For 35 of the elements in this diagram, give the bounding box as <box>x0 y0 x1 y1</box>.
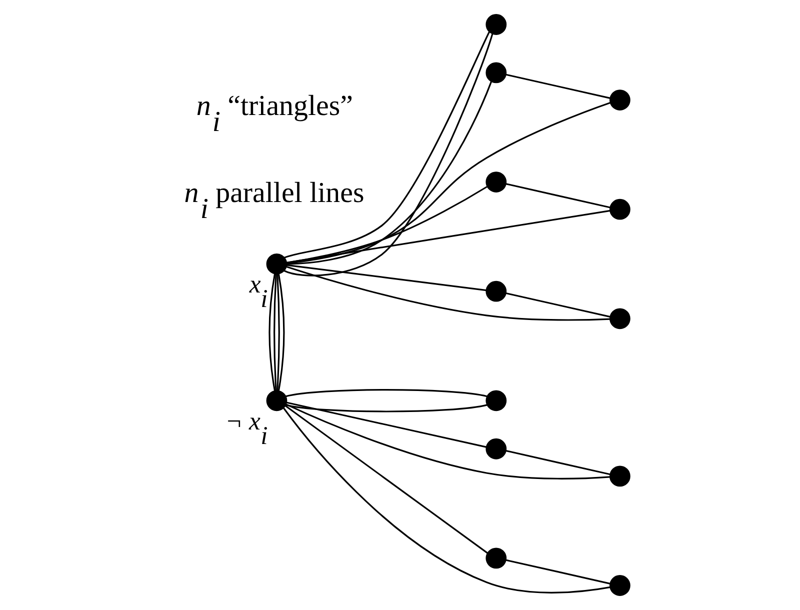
connector <box>286 186 488 264</box>
node-circle <box>266 254 287 274</box>
node-circle <box>485 390 506 412</box>
connector <box>285 404 610 480</box>
connector <box>504 292 610 318</box>
node-circle <box>608 308 630 330</box>
connector <box>268 274 276 392</box>
node-circle <box>608 466 630 487</box>
node-circle <box>266 390 287 412</box>
connector <box>285 266 610 321</box>
connector <box>286 81 492 265</box>
node-circle <box>485 172 506 192</box>
node-circle <box>485 62 506 84</box>
node-circle <box>608 575 630 596</box>
connector <box>276 274 280 391</box>
connector <box>504 183 610 208</box>
connector <box>286 402 486 448</box>
connector <box>282 408 610 594</box>
node-circle <box>608 198 630 220</box>
connector <box>504 559 610 584</box>
node-circle <box>485 548 506 569</box>
connector <box>286 210 610 264</box>
node-circle <box>485 280 506 302</box>
node-circle <box>485 438 506 460</box>
connector <box>286 264 486 292</box>
connector <box>284 404 488 554</box>
node-circle <box>608 90 630 110</box>
connector <box>504 74 610 99</box>
connector <box>504 450 610 476</box>
connector <box>273 274 276 391</box>
connector <box>284 404 487 412</box>
node-circle <box>485 14 506 35</box>
connector <box>284 389 487 398</box>
connector <box>277 274 284 392</box>
connector <box>286 102 610 264</box>
